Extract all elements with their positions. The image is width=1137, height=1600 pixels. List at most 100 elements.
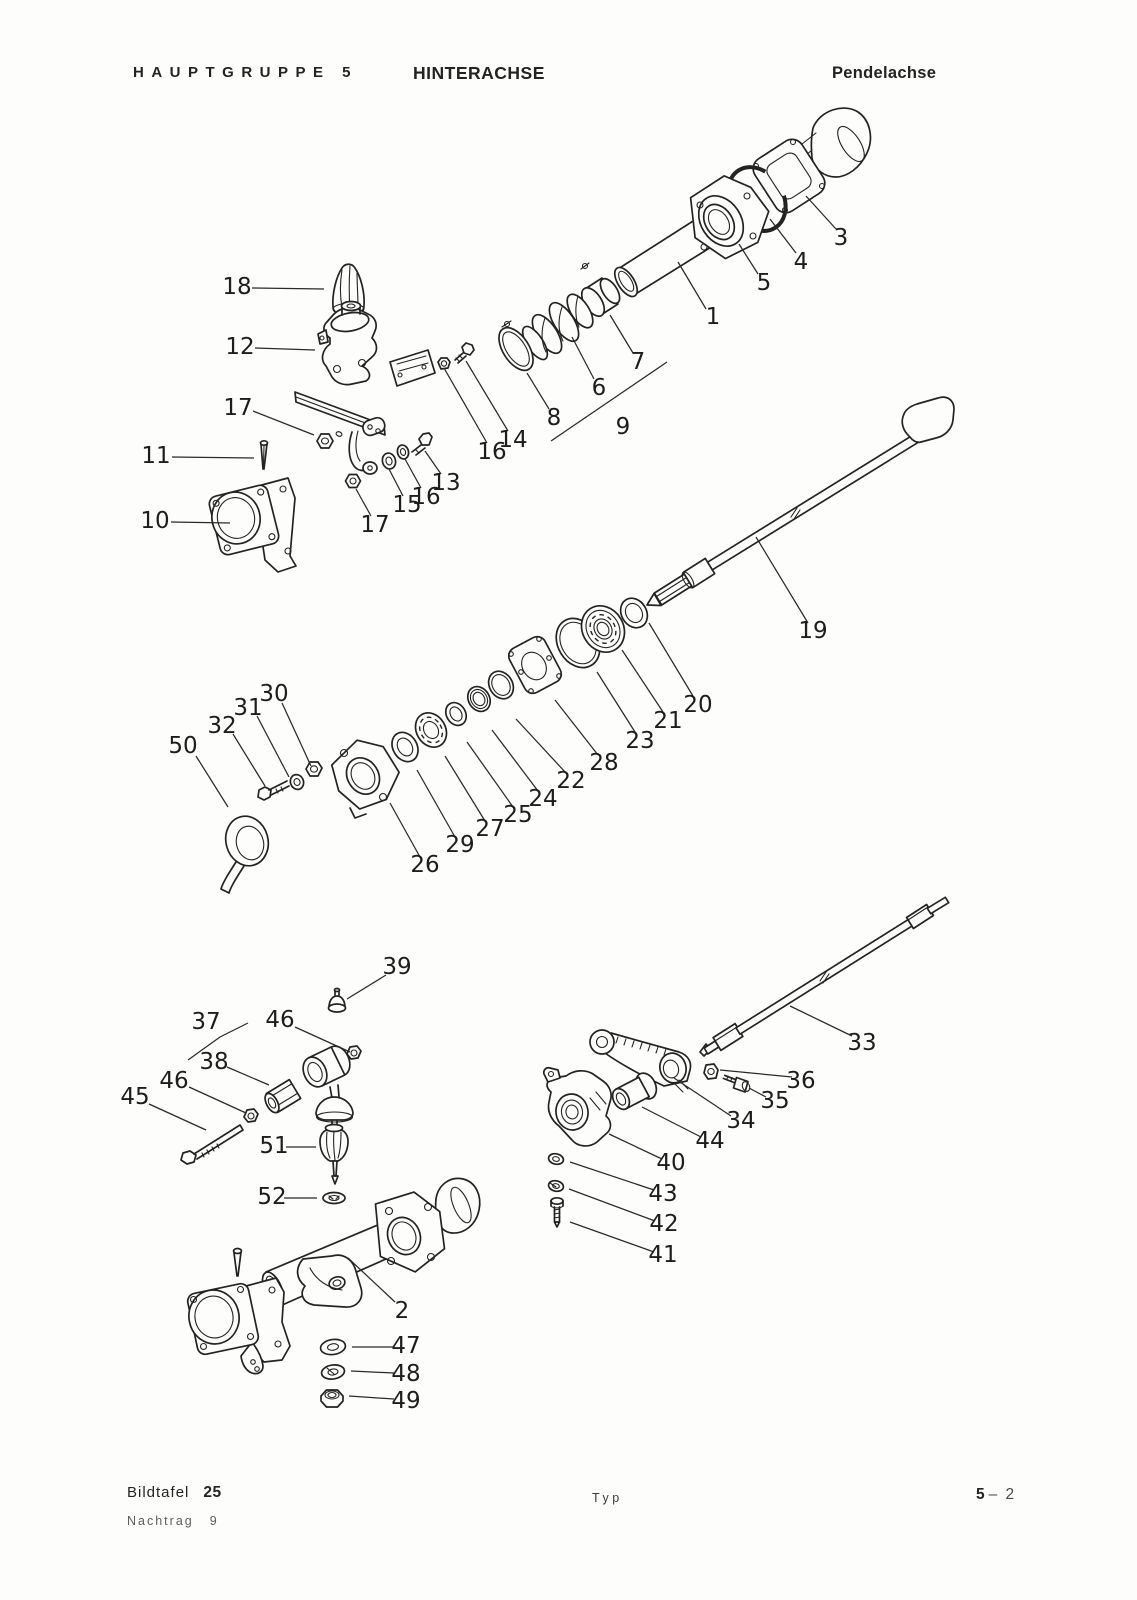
leader-line-40 — [608, 1133, 663, 1160]
callout-13: 13 — [424, 450, 461, 496]
part-number-19: 19 — [798, 618, 827, 644]
part-number-29: 29 — [445, 832, 474, 858]
callout-9: 9 — [550, 361, 668, 442]
leader-line-16 — [404, 458, 422, 489]
part-47-washer — [319, 1338, 347, 1356]
leader-line-8 — [526, 372, 550, 410]
leader-line-28 — [554, 699, 599, 756]
part-10-axle-flange — [208, 477, 297, 573]
callout-2: 2 — [347, 1257, 409, 1324]
part-13-bolt — [411, 432, 433, 456]
main-group-title: HAUPTGRUPPE 5 — [133, 64, 359, 81]
callout-38: 38 — [199, 1049, 270, 1086]
callout-30: 30 — [259, 681, 312, 767]
part-number-11: 11 — [141, 443, 170, 469]
callout-46: 46 — [159, 1068, 247, 1114]
leader-line-26 — [389, 802, 421, 858]
part-number-35: 35 — [760, 1088, 789, 1114]
callout-16: 16 — [404, 458, 441, 510]
callout-3: 3 — [805, 195, 848, 251]
callout-48: 48 — [350, 1361, 421, 1387]
part-6-rubber-boot — [521, 293, 594, 361]
part-21-ball-bearing — [580, 605, 626, 653]
leader-line-11 — [171, 456, 255, 459]
callout-7: 7 — [609, 314, 645, 375]
assembly-torsion-bar — [542, 896, 950, 1228]
part-36-nut — [703, 1063, 719, 1080]
callout-18: 18 — [222, 274, 325, 300]
leader-line-46 — [188, 1086, 247, 1114]
part-number-10: 10 — [140, 508, 169, 534]
callout-50: 50 — [168, 733, 229, 808]
part-number-5: 5 — [757, 270, 772, 296]
part-number-15: 15 — [392, 492, 421, 518]
part-34-lever-arm — [589, 1029, 692, 1093]
callout-47: 47 — [352, 1333, 421, 1359]
leader-line-4 — [769, 218, 797, 254]
part-number-21: 21 — [653, 708, 682, 734]
part-7-boot-sleeve — [580, 262, 621, 318]
assembly-axle-tube-top — [498, 107, 872, 372]
callout-17: 17 — [223, 395, 315, 436]
callout-34: 34 — [673, 1077, 756, 1134]
part-number-17: 17 — [360, 512, 389, 538]
part-29-seal-ring — [391, 731, 419, 763]
leader-line-37 — [187, 1022, 249, 1061]
part-45-bolt — [180, 1124, 244, 1165]
part-44-bushing — [611, 1072, 658, 1111]
part-number-13: 13 — [431, 470, 460, 496]
part-number-12: 12 — [225, 334, 254, 360]
part-11-cotter-pin — [259, 439, 269, 470]
assembly-bearing-stack — [220, 396, 955, 894]
part-number-31: 31 — [233, 695, 262, 721]
leader-line-45 — [148, 1103, 207, 1131]
leader-line-10 — [170, 521, 231, 524]
leader-line-50 — [195, 755, 229, 808]
part-32-bolt — [257, 780, 290, 801]
leader-line-33 — [789, 1005, 853, 1037]
leader-line-39 — [346, 974, 387, 1000]
supplement-number: 9 — [209, 1514, 219, 1528]
callout-29: 29 — [416, 769, 475, 858]
part-24-spacer-bush — [466, 685, 492, 713]
callout-24: 24 — [491, 729, 558, 812]
part-number-48: 48 — [391, 1361, 420, 1387]
part-number-38: 38 — [199, 1049, 228, 1075]
part-number-24: 24 — [528, 786, 557, 812]
part-17-nut-b — [344, 473, 362, 489]
part-52-washer — [322, 1191, 346, 1205]
leader-line-30 — [281, 702, 312, 767]
part-26-bearing-flange — [330, 739, 400, 819]
part-48-lock-washer — [320, 1364, 346, 1380]
part-49-nut — [320, 1389, 344, 1408]
callout-45: 45 — [120, 1084, 207, 1131]
part-31-washer — [289, 773, 305, 791]
callout-28: 28 — [554, 699, 619, 776]
part-43-washer — [547, 1152, 565, 1166]
part-number-8: 8 — [547, 405, 562, 431]
part-number-14: 14 — [498, 427, 527, 453]
callout-44: 44 — [641, 1106, 725, 1154]
callout-35: 35 — [748, 1087, 790, 1114]
callout-33: 33 — [789, 1005, 877, 1056]
part-17-strap-link — [294, 391, 386, 475]
leader-line-3 — [805, 195, 837, 230]
callout-15: 15 — [388, 468, 422, 518]
callout-40: 40 — [608, 1133, 686, 1176]
part-number-33: 33 — [847, 1030, 876, 1056]
part-number-46: 46 — [159, 1068, 188, 1094]
part-number-1: 1 — [706, 304, 721, 330]
leader-line-48 — [350, 1370, 395, 1374]
part-27-bearing-ring — [414, 712, 448, 748]
callout-10: 10 — [140, 508, 231, 534]
leader-line-25 — [466, 741, 514, 808]
part-number-27: 27 — [475, 816, 504, 842]
part-number-6: 6 — [592, 375, 607, 401]
leader-line-29 — [416, 769, 456, 838]
leader-line-24 — [491, 729, 539, 792]
part-22-ring — [487, 670, 515, 700]
part-number-9: 9 — [616, 414, 631, 440]
part-number-30: 30 — [259, 681, 288, 707]
